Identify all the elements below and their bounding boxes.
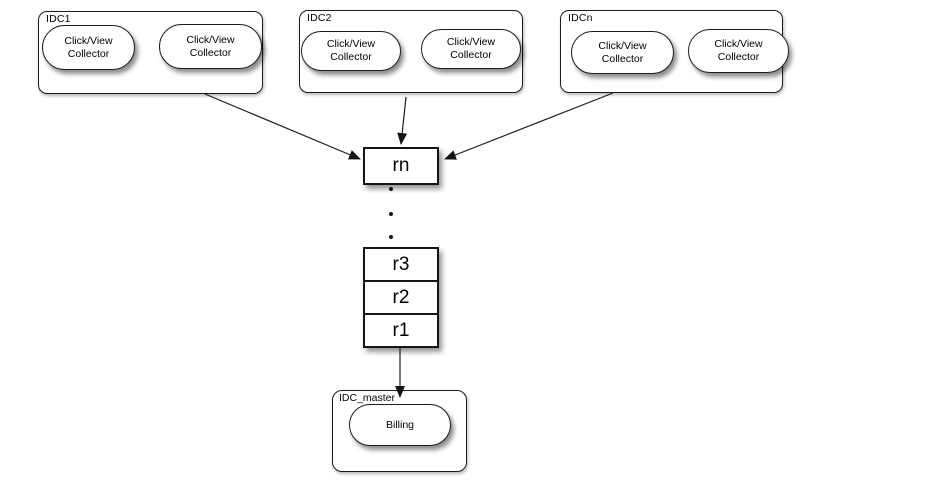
idc1-group: IDC1 Click/View Collector Click/View Col… (38, 11, 263, 94)
idc2-group-label: IDC2 (307, 12, 332, 24)
idc1-collector-node-2: Click/View Collector (159, 24, 262, 69)
relay-cell-r2: r2 (365, 282, 437, 315)
relay-head-label: rn (392, 155, 410, 176)
arrow-idc1-to-rn (204, 93, 361, 160)
collector-label-line2: Collector (330, 51, 372, 63)
arrow-idc2-to-rn (397, 96, 408, 145)
idc2-collector-node-2: Click/View Collector (421, 29, 521, 69)
idcn-group: IDCn Click/View Collector Click/View Col… (560, 10, 789, 93)
collector-label-line1: Click/View (714, 38, 763, 50)
collector-label-line2: Collector (67, 47, 110, 60)
idc2-group: IDC2 Click/View Collector Click/View Col… (299, 10, 523, 93)
billing-label: Billing (385, 419, 414, 431)
collector-label-line1: Click/View (598, 39, 647, 52)
queue-ellipsis-dot (389, 187, 393, 191)
idc-master-group-label: IDC_master (339, 392, 396, 404)
relay-cell-label: r3 (392, 253, 410, 275)
collector-label-line2: Collector (601, 52, 644, 65)
billing-node: Billing (349, 404, 451, 446)
relay-queue-stack: r3 r2 r1 (363, 247, 439, 348)
idcn-collector-node-2: Click/View Collector (688, 29, 789, 73)
idc2-collector-node-1: Click/View Collector (301, 31, 401, 71)
idc-master-group: IDC_master Billing (332, 390, 467, 472)
idc1-collector-node-1: Click/View Collector (42, 25, 135, 70)
arrow-idcn-to-rn (444, 92, 614, 160)
idc1-group-label: IDC1 (46, 13, 71, 25)
collector-label-line2: Collector (189, 46, 232, 59)
relay-head-node: rn (363, 147, 439, 185)
collector-label-line1: Click/View (446, 36, 496, 48)
relay-cell-r3: r3 (365, 249, 437, 282)
relay-cell-label: r1 (392, 319, 410, 341)
relay-cell-r1: r1 (365, 315, 437, 346)
collector-label-line1: Click/View (326, 38, 376, 50)
collector-label-line2: Collector (717, 51, 760, 63)
collector-label-line1: Click/View (64, 34, 113, 47)
queue-ellipsis-dot (389, 212, 393, 216)
collector-label-line1: Click/View (186, 33, 235, 46)
idcn-collector-node-1: Click/View Collector (571, 31, 674, 74)
idcn-group-label: IDCn (568, 12, 593, 24)
relay-cell-label: r2 (392, 286, 410, 308)
collector-label-line2: Collector (450, 49, 492, 61)
queue-ellipsis-dot (389, 235, 393, 239)
